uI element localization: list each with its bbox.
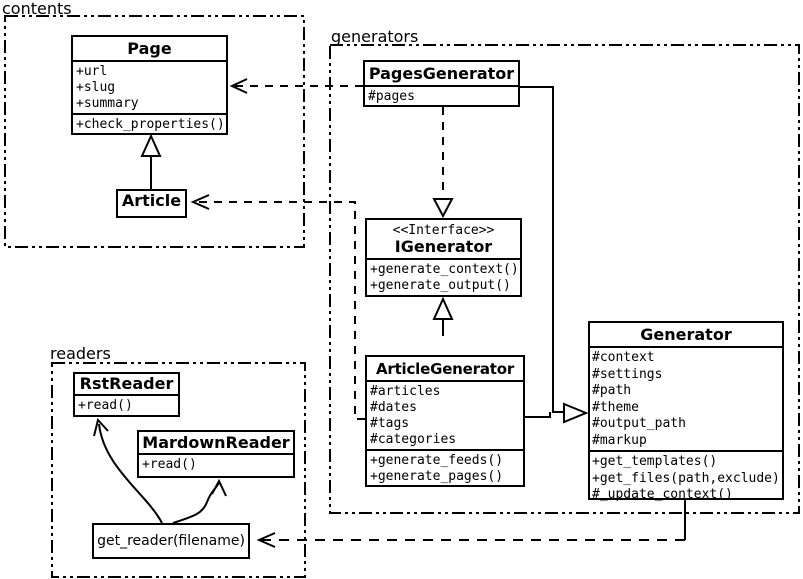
methods-section: +get_templates() +get_files(path,exclude… — [590, 450, 782, 505]
class-pagesgenerator: PagesGenerator #pages — [363, 60, 520, 107]
attribute: #settings — [592, 366, 663, 382]
attribute: #output_path — [592, 416, 686, 431]
hollow-triangle-icon — [563, 402, 589, 424]
method: +read() — [142, 457, 197, 472]
attributes-section: +url +slug +summary — [73, 60, 226, 113]
get-reader-node: get_reader(filename) — [92, 523, 250, 559]
generalization-articlegenerator-to-generator — [525, 412, 551, 418]
methods-section: +generate_feeds() +generate_pages() — [367, 449, 523, 486]
hollow-triangle-icon — [140, 133, 162, 157]
class-articlegenerator: ArticleGenerator #articles #dates #tags … — [365, 355, 525, 487]
open-arrowhead-icon — [211, 478, 227, 497]
class-title: Generator — [640, 325, 732, 344]
attribute: #pages — [368, 89, 415, 104]
class-mardownreader: MardownReader +read() — [137, 430, 295, 478]
hollow-triangle-icon — [432, 296, 454, 320]
method: +generate_output() — [370, 278, 511, 293]
methods-section: +read() — [139, 453, 293, 476]
class-title: MardownReader — [142, 433, 290, 452]
attribute: +slug — [76, 80, 116, 95]
attribute: #context — [592, 350, 655, 365]
methods-section: +check_properties() — [73, 113, 226, 134]
attribute: #tags — [370, 416, 410, 431]
class-title: Article — [121, 191, 182, 210]
class-rstreader: RstReader +read() — [73, 372, 180, 417]
method: +read() — [78, 398, 133, 413]
hollow-triangle-icon — [432, 198, 454, 219]
package-label-contents: contents — [2, 0, 72, 18]
method: +generate_context() — [370, 262, 519, 277]
package-frame-contents — [4, 15, 305, 248]
method: +get_templates() — [592, 454, 718, 469]
method: #_update_context() — [592, 487, 733, 502]
attribute: #theme — [592, 399, 639, 415]
attribute: #markup — [592, 432, 647, 448]
class-title: RstReader — [79, 374, 174, 393]
package-label-generators: generators — [331, 27, 419, 46]
attributes-section: #pages — [365, 85, 518, 106]
method: +get_files(path,exclude) — [592, 470, 780, 486]
class-igenerator: <<Interface>> IGenerator +generate_conte… — [365, 218, 522, 297]
class-generator: Generator #context #settings #path #them… — [588, 321, 784, 502]
open-arrowhead-icon — [256, 532, 276, 548]
get-reader-label: get_reader(filename) — [97, 533, 245, 549]
dependency-articlegenerator-to-article — [194, 201, 365, 420]
methods-section: +read() — [75, 394, 178, 415]
attributes-section: #articles #dates #tags #categories — [367, 380, 523, 449]
class-title-text: IGenerator — [394, 237, 493, 256]
method: +check_properties() — [76, 117, 225, 132]
class-title: <<Interface>> IGenerator — [367, 220, 520, 258]
package-frame-readers — [51, 362, 306, 578]
generalization-pagesgenerator-to-generator — [520, 86, 564, 413]
attribute: +url — [76, 64, 108, 79]
method: +generate_feeds() — [370, 453, 504, 468]
class-page: Page +url +slug +summary +check_properti… — [71, 35, 228, 135]
methods-section: +generate_context() +generate_output() — [367, 258, 520, 295]
class-title: ArticleGenerator — [375, 360, 515, 378]
class-article: Article — [116, 189, 187, 218]
arrow-getreader-to-rstreader — [98, 423, 163, 524]
attribute: #path — [592, 383, 632, 398]
class-title: PagesGenerator — [368, 64, 515, 83]
package-frame-generators — [329, 44, 800, 514]
method: +generate_pages() — [370, 469, 504, 484]
stereotype-label: <<Interface>> — [392, 223, 495, 238]
attribute: #categories — [370, 432, 457, 447]
attribute: +summary — [76, 96, 139, 111]
package-label-readers: readers — [50, 344, 111, 363]
arrow-getreader-to-mardownreader — [172, 482, 220, 524]
open-arrowhead-icon — [229, 78, 248, 94]
attribute: #articles — [370, 384, 441, 399]
class-title: Page — [127, 39, 172, 58]
open-arrowhead-icon — [93, 417, 109, 437]
attributes-section: #context #settings #path #theme #output_… — [590, 346, 782, 450]
open-arrowhead-icon — [190, 194, 210, 210]
attribute: #dates — [370, 400, 417, 415]
